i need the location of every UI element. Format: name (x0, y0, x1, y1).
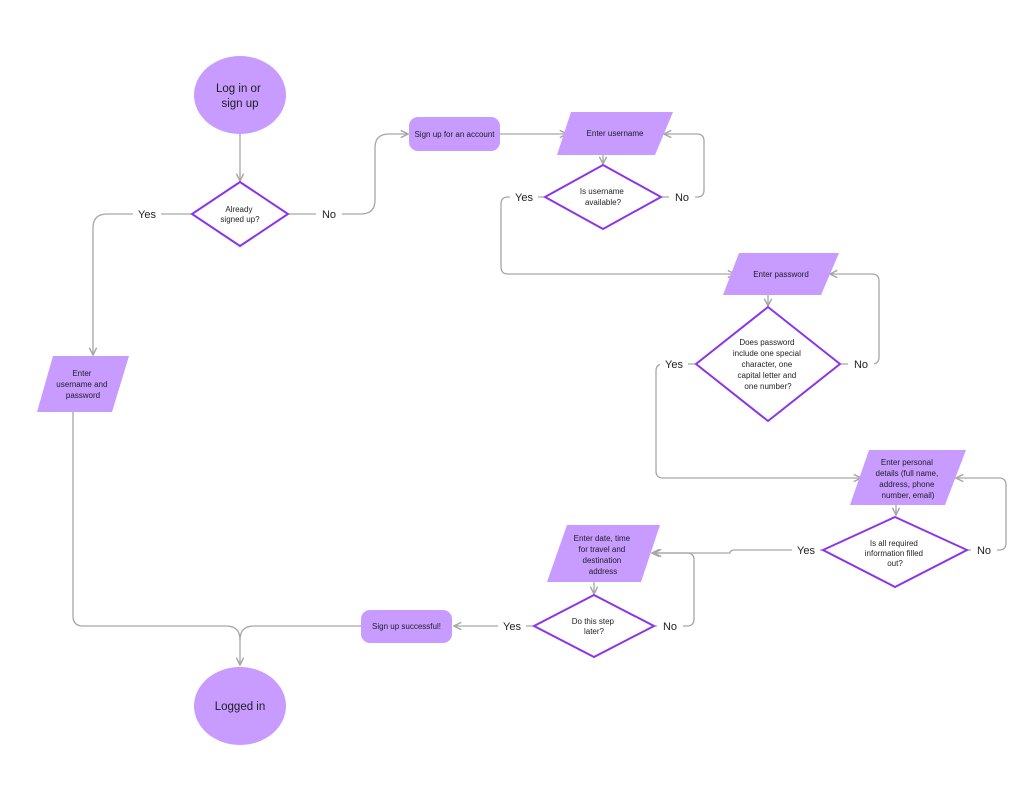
node-enter-personal-label: Enter personal details (full name, addre… (876, 458, 941, 500)
node-already-signed-up: Already signed up? (190, 180, 290, 248)
label-info-no: No (977, 545, 991, 557)
node-info-filled-label: Is all required information filled out? (865, 539, 925, 568)
node-enter-username-label: Enter username (587, 129, 644, 138)
connectors (72, 134, 1007, 665)
edge-info-yes (652, 550, 822, 553)
label-password-yes: Yes (665, 359, 683, 371)
node-sign-up-account: Sign up for an account (409, 117, 500, 151)
label-info-yes: Yes (797, 545, 815, 557)
label-later-yes: Yes (503, 621, 521, 633)
node-do-later-label: Do this step later? (572, 617, 616, 636)
node-username-available-label: Is username available? (580, 187, 626, 207)
edge-already-yes (93, 213, 191, 355)
node-password-check-label: Does password include one special charac… (733, 338, 803, 391)
edge-username-no (662, 134, 705, 198)
node-username-available: Is username available? (542, 163, 664, 231)
edge-info-no (956, 478, 1007, 551)
node-enter-travel-label: Enter date, time for travel and destinat… (574, 534, 633, 576)
node-info-filled: Is all required information filled out? (820, 515, 970, 589)
label-username-no: No (675, 192, 689, 204)
edge-later-no (654, 553, 695, 627)
label-password-no: No (854, 359, 868, 371)
node-enter-username: Enter username (557, 112, 673, 155)
edge-success-to-logged (240, 625, 361, 665)
node-enter-credentials-label: Enter username and password (56, 369, 109, 400)
node-start: Log in or sign up (194, 56, 286, 134)
edge-credentials-to-logged (72, 412, 241, 641)
node-enter-password-label: Enter password (753, 270, 809, 279)
label-username-yes: Yes (515, 192, 533, 204)
node-already-signed-up-label: Already signed up? (220, 205, 260, 224)
edge-password-no (830, 274, 880, 365)
node-start-label: Log in or sign up (216, 83, 264, 110)
node-logged-in: Logged in (194, 667, 286, 745)
node-logged-in-label: Logged in (215, 701, 266, 713)
node-signup-success-label: Sign up successful! (372, 622, 441, 631)
node-do-later: Do this step later? (531, 593, 657, 659)
node-password-check: Does password include one special charac… (694, 305, 842, 423)
node-sign-up-account-label: Sign up for an account (414, 130, 495, 139)
node-enter-travel: Enter date, time for travel and destinat… (547, 525, 660, 582)
edge-labels: Yes No Yes No Yes No Yes No Yes No (133, 189, 997, 634)
label-already-yes: Yes (138, 209, 156, 221)
node-enter-credentials: Enter username and password (37, 356, 129, 412)
edge-username-yes (500, 196, 735, 274)
node-enter-personal: Enter personal details (full name, addre… (850, 450, 966, 505)
node-signup-success: Sign up successful! (361, 610, 452, 643)
label-already-no: No (322, 209, 336, 221)
node-enter-password: Enter password (723, 253, 839, 295)
edge-already-no (289, 134, 408, 215)
label-later-no: No (663, 621, 677, 633)
